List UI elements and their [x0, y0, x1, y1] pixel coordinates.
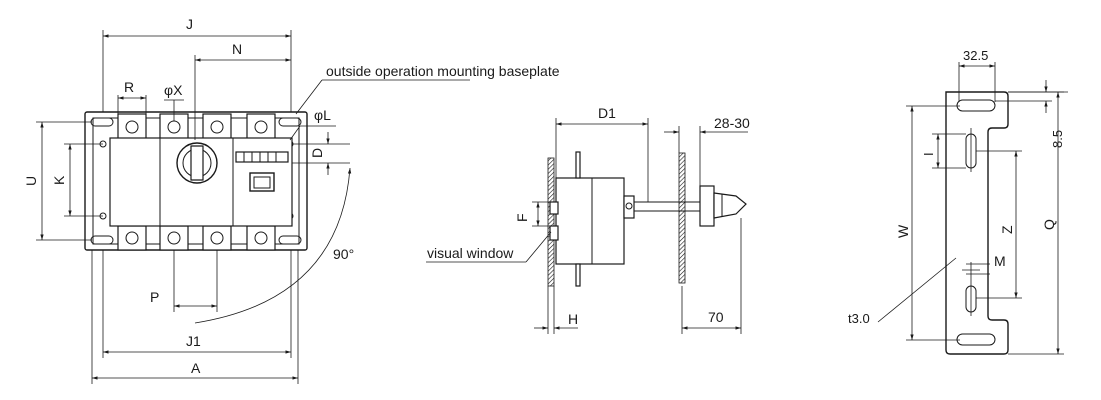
rotation-arc: [194, 167, 352, 324]
base-plate: [84, 111, 308, 251]
external-handle: [699, 185, 715, 227]
label-D1: D1: [598, 105, 616, 121]
label-F: F: [514, 213, 530, 222]
label-R: R: [124, 79, 134, 95]
label-U: U: [23, 176, 39, 186]
mount-slot: [278, 117, 302, 127]
front-view: J N R φX φL outside operation mounting b…: [23, 16, 560, 384]
indicator-strip: [235, 151, 289, 163]
bracket-view: 32.5 8.5 I W Z Q M t3.0: [848, 48, 1068, 355]
label-D: D: [309, 148, 325, 158]
rotary-handle: [176, 142, 218, 184]
side-switch-body: [555, 177, 625, 265]
label-8-5: 8.5: [1050, 130, 1065, 148]
label-28-30: 28-30: [714, 115, 750, 131]
label-N: N: [232, 41, 242, 57]
label-Z: Z: [999, 225, 1015, 234]
callout-mounting-baseplate: outside operation mounting baseplate: [326, 63, 560, 79]
callout-visual-window: visual window: [427, 245, 514, 261]
side-view: D1 28-30 F visual window H 70: [426, 105, 750, 334]
label-J1: J1: [186, 333, 201, 349]
label-phiL: φL: [314, 107, 331, 123]
label-K: K: [51, 175, 67, 185]
status-window: [249, 172, 275, 192]
top-terminals: [117, 113, 276, 141]
label-W: W: [895, 224, 911, 238]
label-I: I: [921, 152, 936, 156]
label-Q: Q: [1041, 219, 1057, 230]
label-angle: 90°: [333, 246, 354, 262]
label-t3: t3.0: [848, 311, 870, 326]
label-M: M: [994, 253, 1006, 269]
label-J: J: [186, 16, 193, 32]
door-plate: [678, 152, 686, 284]
mount-slot: [90, 235, 114, 245]
label-H: H: [568, 311, 578, 327]
mount-slot: [90, 117, 114, 127]
bracket-slot-bottom: [956, 333, 996, 346]
label-P: P: [150, 289, 159, 305]
mount-slot: [278, 235, 302, 245]
label-A: A: [191, 360, 201, 376]
label-phiX: φX: [164, 82, 183, 98]
bracket-slot-top: [956, 99, 996, 112]
panel-left: [547, 157, 555, 287]
bottom-terminals: [117, 225, 276, 251]
bracket-outline: [945, 91, 1009, 355]
label-32-5: 32.5: [963, 48, 988, 63]
label-70: 70: [708, 309, 724, 325]
